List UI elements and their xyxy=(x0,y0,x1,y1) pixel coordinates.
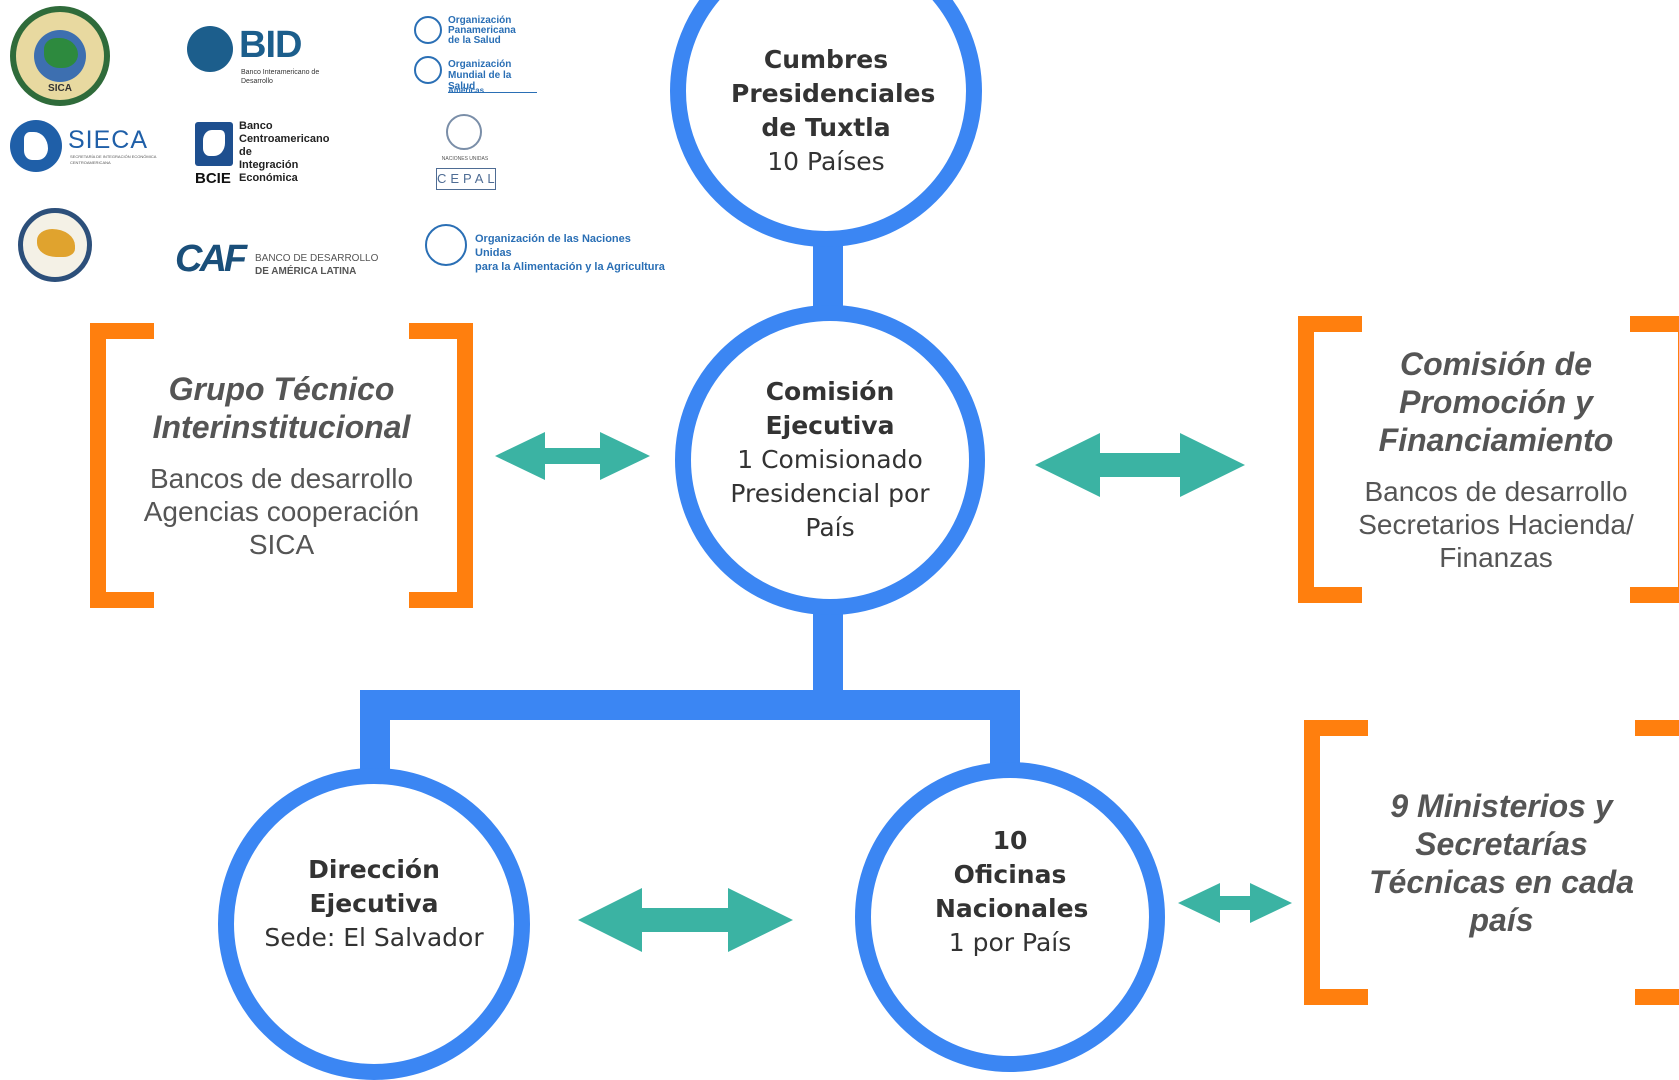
cepal-logo: NACIONES UNIDAS CEPAL xyxy=(430,112,500,196)
node-direccion-sub: Sede: El Salvador xyxy=(264,923,484,952)
ops-line-americas: Américas xyxy=(448,86,485,95)
bracket-grupo: Grupo Técnico Interinstitucional Bancos … xyxy=(90,323,473,608)
ops-line-3: de la Salud xyxy=(448,35,501,46)
caf-line-2: DE AMÉRICA LATINA xyxy=(255,266,357,277)
fao-line-1: Organización de las Naciones Unidas xyxy=(475,233,631,259)
fao-emblem-icon xyxy=(425,224,467,266)
node-oficinas-title: 10 Oficinas Nacionales xyxy=(935,826,1089,923)
node-cumbres-title: Cumbres Presidenciales de Tuxtla xyxy=(731,45,936,142)
bracket-grupo-sub: Bancos de desarrollo Agencias cooperació… xyxy=(143,463,420,560)
bid-logo-sub: Banco Interamericano de Desarrollo xyxy=(241,69,320,85)
ops-line-1: Organización xyxy=(448,15,512,26)
caf-line-1: BANCO DE DESARROLLO xyxy=(255,253,379,264)
oms-emblem-icon xyxy=(414,56,442,84)
bcie-line-1: Banco xyxy=(239,120,273,132)
arrows xyxy=(495,432,1292,952)
arrow-comision-promocion xyxy=(1035,433,1245,497)
ops-globe-icon xyxy=(414,16,442,44)
sieca-logo: SIECA SECRETARÍA DE INTEGRACIÓN ECONÓMIC… xyxy=(10,120,157,178)
arrow-oficinas-ministerios xyxy=(1178,883,1292,923)
ops-line-2: Panamericana xyxy=(448,25,516,36)
bcie-line-3: Integración xyxy=(239,159,299,171)
connector-cumbres-comision xyxy=(813,240,843,310)
node-cumbres-sub: 10 Países xyxy=(767,147,885,176)
node-comision-title: Comisión Ejecutiva xyxy=(765,377,895,440)
node-oficinas-sub: 1 por País xyxy=(948,928,1072,957)
node-comision-sub: 1 Comisionado Presidencial por País xyxy=(730,445,930,542)
map-icon xyxy=(37,229,75,257)
bcie-line-4: Económica xyxy=(239,172,298,184)
caf-logo-name: CAF xyxy=(175,238,247,280)
arrow-grupo-comision xyxy=(495,432,650,480)
bracket-promocion-title: Comisión de Promoción y Financiamiento xyxy=(1378,346,1614,458)
oms-line-1: Organización xyxy=(448,59,512,70)
node-oficinas: 10 Oficinas Nacionales 1 por País xyxy=(855,762,1165,1072)
oms-line-2: Mundial de la Salud xyxy=(448,70,537,93)
bid-globe-icon xyxy=(187,26,233,72)
bracket-promocion-sub: Bancos de desarrollo Secretarios Haciend… xyxy=(1358,476,1634,573)
cepal-logo-name: CEPAL xyxy=(436,168,496,190)
un-emblem-icon xyxy=(446,114,482,150)
bid-logo-name: BID xyxy=(239,24,302,66)
node-comision: Comisión Ejecutiva 1 Comisionado Preside… xyxy=(675,305,985,615)
bcie-logo: Banco Centroamericano de Integración Eco… xyxy=(195,118,345,190)
connector-comision-bus xyxy=(813,600,843,695)
sieca-logo-sub: SECRETARÍA DE INTEGRACIÓN ECONÓMICA CENT… xyxy=(70,154,157,165)
node-direccion: Dirección Ejecutiva Sede: El Salvador xyxy=(218,768,530,1080)
sica-logo-text: SICA xyxy=(48,83,72,94)
fao-logo: Organización de las Naciones Unidas para… xyxy=(425,224,670,273)
cepal-un-label: NACIONES UNIDAS xyxy=(441,156,489,162)
bcie-line-2: Centroamericano de xyxy=(239,133,330,158)
bcie-abbr: BCIE xyxy=(195,170,231,187)
arrow-direccion-oficinas xyxy=(578,888,793,952)
bid-logo: BID Banco Interamericano de Desarrollo xyxy=(187,24,327,85)
bracket-grupo-title: Grupo Técnico Interinstitucional xyxy=(152,371,411,445)
integracion-social-logo xyxy=(18,208,92,282)
fao-line-2: para la Alimentación y la Agricultura xyxy=(475,261,665,273)
bracket-ministerios: 9 Ministerios y Secretarías Técnicas en … xyxy=(1304,720,1679,1005)
node-direccion-title: Dirección Ejecutiva xyxy=(308,855,440,918)
caf-logo: CAF BANCO DE DESARROLLO DE AMÉRICA LATIN… xyxy=(175,238,380,280)
bracket-ministerios-title: 9 Ministerios y Secretarías Técnicas en … xyxy=(1368,787,1635,938)
bracket-promocion: Comisión de Promoción y Financiamiento B… xyxy=(1298,316,1679,603)
ops-logo: Organización Panamericana de la Salud Or… xyxy=(412,14,537,98)
sica-logo: SICA xyxy=(10,6,110,106)
sieca-logo-name: SIECA xyxy=(68,126,149,154)
connector-bus xyxy=(360,690,1020,720)
